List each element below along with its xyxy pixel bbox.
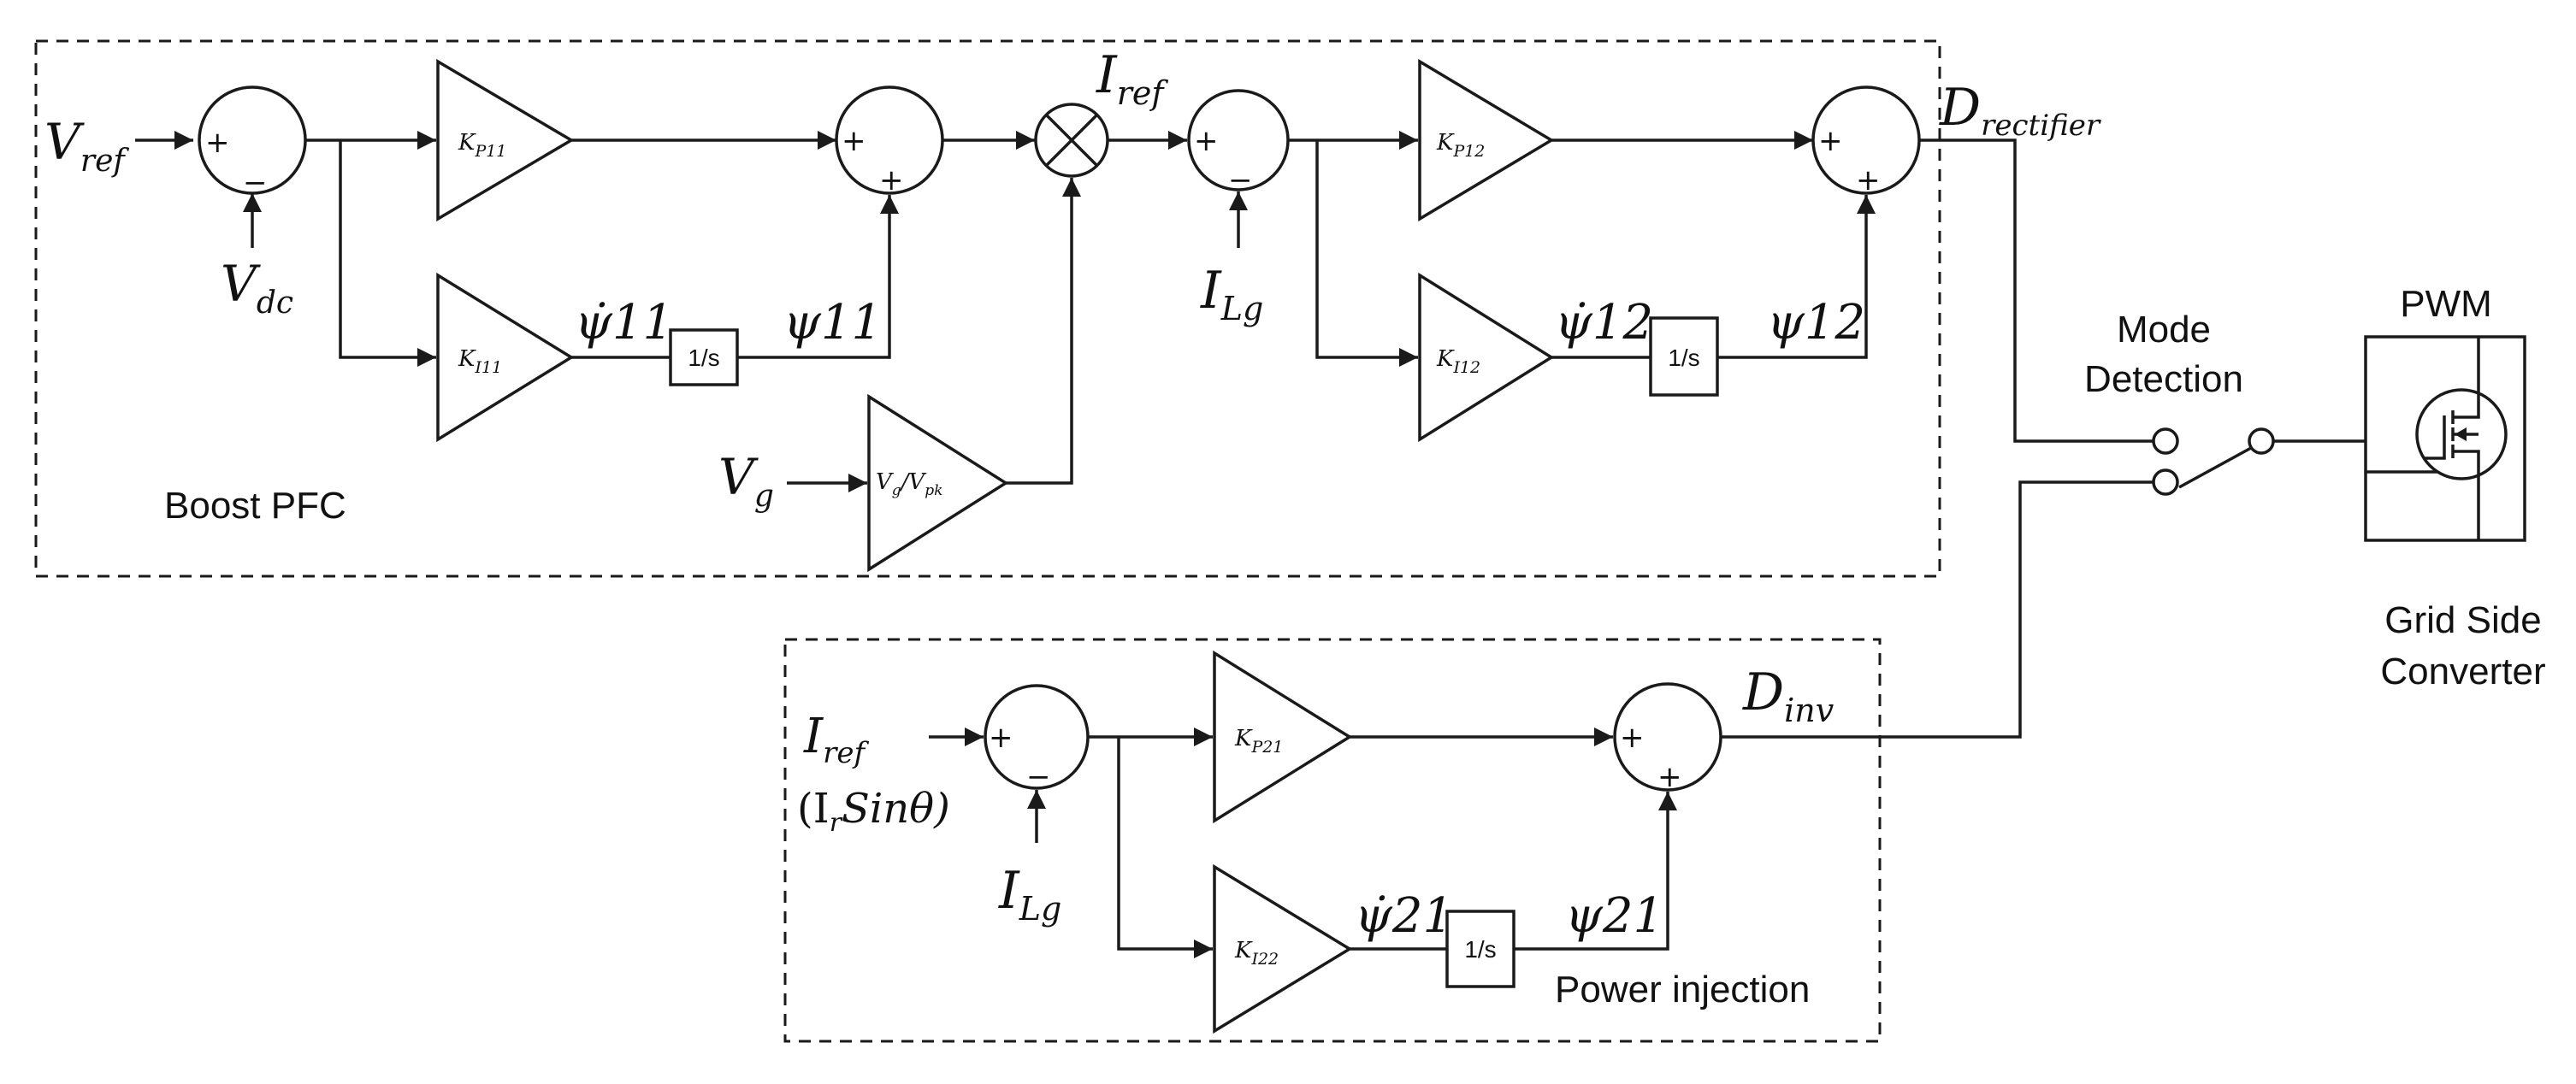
error-branch-2 xyxy=(1315,140,1418,367)
gain-label-ki11: KI11 xyxy=(458,346,502,377)
power-injection-group xyxy=(783,638,1882,1043)
gain-label-kp12: KP12 xyxy=(1436,130,1485,161)
integrator1-output-wire xyxy=(737,195,899,359)
gain-block-kp21 xyxy=(1213,650,1353,824)
gain-block-kp11 xyxy=(436,58,575,222)
mosfet-icon xyxy=(2424,393,2480,475)
sum3-minus-sign: − xyxy=(1228,163,1253,197)
sum4-plus-left: + xyxy=(1818,124,1843,158)
sum5-plus-sign: + xyxy=(989,721,1013,755)
v-dc-input-label: Vdc xyxy=(221,255,293,321)
pwm-label: PWM xyxy=(2400,283,2492,325)
grid-side-label-2: Converter xyxy=(2380,651,2545,692)
mode-detection-label-1: Mode xyxy=(2117,309,2211,351)
psi-21-label: ψ21 xyxy=(1565,888,1663,944)
integrator-block-1 xyxy=(669,328,739,386)
gain-label-ki22: KI22 xyxy=(1234,938,1279,969)
psi-11-label: ψ11 xyxy=(783,295,882,351)
integrator-block-2 xyxy=(1649,316,1719,397)
grid-side-label-1: Grid Side xyxy=(2384,599,2541,641)
sum2-plus-left: + xyxy=(842,124,866,158)
d-inv-wire xyxy=(1721,480,2154,739)
integrator-block-3 xyxy=(1445,910,1515,988)
power-injection-label: Power injection xyxy=(1555,969,1810,1010)
sum4-plus-bottom: + xyxy=(1856,163,1881,197)
gain-label-kp21: KP21 xyxy=(1234,726,1283,757)
psi-dot-12-label: ψ̇12 xyxy=(1555,295,1653,351)
i-lg-input-label-1: ILg xyxy=(1200,261,1263,327)
error-branch-1 xyxy=(339,140,436,367)
integrator-label-3: 1/s xyxy=(1464,936,1496,963)
switch-contact-rectifier xyxy=(2152,427,2179,455)
gain-block-ki11 xyxy=(436,272,575,443)
gain-label-vg-vpk: Vg/Vpk xyxy=(876,469,942,499)
psi-dot-21-label: ψ̇21 xyxy=(1355,888,1453,944)
integrator2-output-wire xyxy=(1717,195,1876,359)
i-ref-inv-input-label: Iref xyxy=(803,709,869,770)
sum1-minus-sign: − xyxy=(243,166,268,200)
i-ref-inv-expression: (IrSinθ) xyxy=(797,785,950,838)
gain-label-ki12: KI12 xyxy=(1436,346,1480,377)
sum6-plus-bottom: + xyxy=(1657,760,1682,794)
gain-label-kp11: KP11 xyxy=(458,130,506,161)
boost-pfc-group xyxy=(34,39,1941,578)
boost-pfc-label: Boost PFC xyxy=(164,485,346,527)
multiplier-cross xyxy=(1044,113,1099,168)
switch-blade xyxy=(2178,446,2252,489)
sum5-minus-sign: − xyxy=(1026,760,1051,794)
error-branch-3 xyxy=(1117,737,1213,958)
sum3-plus-sign: + xyxy=(1194,124,1219,158)
d-rectifier-signal-label: Drectifier xyxy=(1939,78,2101,143)
i-ref-signal-label: Iref xyxy=(1096,45,1168,112)
v-g-input-label: Vg xyxy=(718,448,774,514)
i-lg-input-label-2: ILg xyxy=(998,861,1061,928)
integrator3-output-wire xyxy=(1514,792,1677,951)
gain-block-ki12 xyxy=(1418,272,1555,443)
sum1-plus-sign: + xyxy=(205,126,230,160)
sum6-plus-left: + xyxy=(1620,721,1645,755)
v-ref-input-label: Vref xyxy=(44,113,129,179)
switch-contact-inverter xyxy=(2152,468,2179,496)
d-inv-signal-label: Dinv xyxy=(1742,663,1835,729)
gain-block-kp12 xyxy=(1418,58,1555,222)
mode-detection-label-2: Detection xyxy=(2084,358,2243,400)
psi-dot-11-label: ψ̇11 xyxy=(575,295,673,351)
d-rectifier-wire xyxy=(1919,138,2154,443)
sum2-plus-bottom: + xyxy=(879,163,904,197)
gain-block-vg-vpk xyxy=(867,393,1009,573)
vg-vpk-output-wire xyxy=(1006,178,1081,485)
gain-block-ki22 xyxy=(1213,863,1353,1034)
switch-pivot xyxy=(2248,427,2275,455)
integrator-label-1: 1/s xyxy=(688,345,719,371)
psi-12-label: ψ12 xyxy=(1767,295,1865,351)
integrator-label-2: 1/s xyxy=(1668,345,1699,371)
